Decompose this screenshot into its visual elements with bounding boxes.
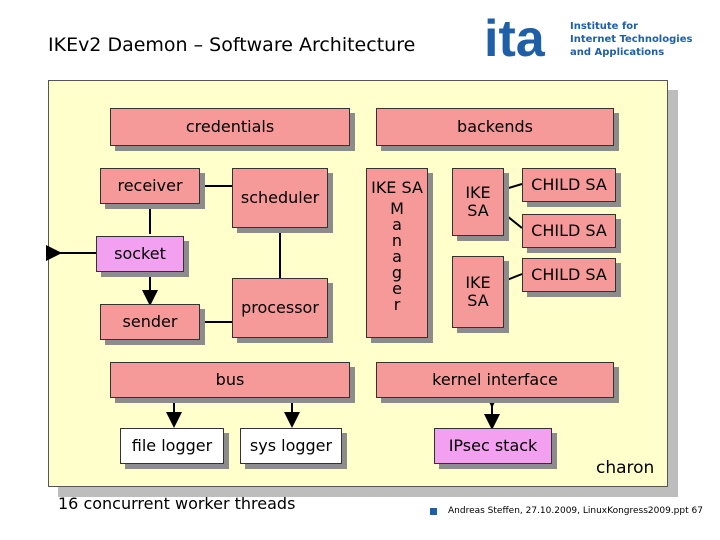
page-title: IKEv2 Daemon – Software Architecture <box>48 34 416 56</box>
sys-logger-label: sys logger <box>249 436 333 455</box>
child-sa-1-label: CHILD SA <box>531 175 607 194</box>
processor-box: processor <box>232 278 328 338</box>
footer-credit: Andreas Steffen, 27.10.2009, LinuxKongre… <box>448 506 703 516</box>
scheduler-label: scheduler <box>240 188 320 207</box>
child-sa-box-3: CHILD SA <box>522 258 616 292</box>
footer-bullet-square <box>430 508 437 515</box>
logo-line-2: Internet Technologies <box>570 34 693 45</box>
backends-label: backends <box>457 117 533 136</box>
processor-label: processor <box>241 298 319 317</box>
ipsec-stack-label: IPsec stack <box>448 436 538 455</box>
kernel-interface-box: kernel interface <box>376 362 614 398</box>
sys-logger-box: sys logger <box>240 428 342 464</box>
credentials-box: credentials <box>110 108 350 146</box>
backends-box: backends <box>376 108 614 146</box>
ike-sa-manager-box: IKE SA M a n a g e r <box>366 168 428 338</box>
sender-label: sender <box>122 312 178 331</box>
receiver-label: receiver <box>117 176 183 195</box>
bus-label: bus <box>215 370 245 389</box>
ita-logo: ita <box>482 10 562 68</box>
bus-box: bus <box>110 362 350 398</box>
file-logger-label: file logger <box>131 436 213 455</box>
child-sa-box-1: CHILD SA <box>522 168 616 202</box>
ike1-child1-line <box>501 183 523 191</box>
credentials-label: credentials <box>185 117 275 136</box>
ike-sa-box-2: IKE SA <box>452 256 504 328</box>
ita-logo-mark: ita <box>484 10 546 68</box>
child-sa-3-label: CHILD SA <box>531 265 607 284</box>
charon-label: charon <box>596 458 655 478</box>
socket-label: socket <box>114 244 166 263</box>
ike-sa-2-label: IKE SA <box>465 273 491 310</box>
ike-sa-1-label: IKE SA <box>465 183 491 220</box>
logo-line-3: and Applications <box>570 47 665 58</box>
kernel-interface-label: kernel interface <box>432 370 558 389</box>
ita-logo-text: Institute for Internet Technologies and … <box>570 20 692 59</box>
worker-threads-caption: 16 concurrent worker threads <box>58 494 296 513</box>
ike2-child3-line <box>501 273 523 283</box>
ita-logo-letters: ita <box>484 10 546 62</box>
ike-sa-box-1: IKE SA <box>452 168 504 236</box>
ike-sa-manager-title: IKE SA <box>371 178 423 197</box>
logo-line-1: Institute for <box>570 21 639 32</box>
manager-letters: M a n a g e r <box>390 199 404 314</box>
sender-box: sender <box>100 304 200 340</box>
receiver-box: receiver <box>100 168 200 204</box>
child-sa-box-2: CHILD SA <box>522 214 616 248</box>
file-logger-box: file logger <box>120 428 224 464</box>
socket-box: socket <box>96 236 184 272</box>
scheduler-box: scheduler <box>232 168 328 228</box>
ike1-child2-line <box>501 211 523 229</box>
child-sa-2-label: CHILD SA <box>531 221 607 240</box>
ipsec-stack-box: IPsec stack <box>434 428 552 464</box>
